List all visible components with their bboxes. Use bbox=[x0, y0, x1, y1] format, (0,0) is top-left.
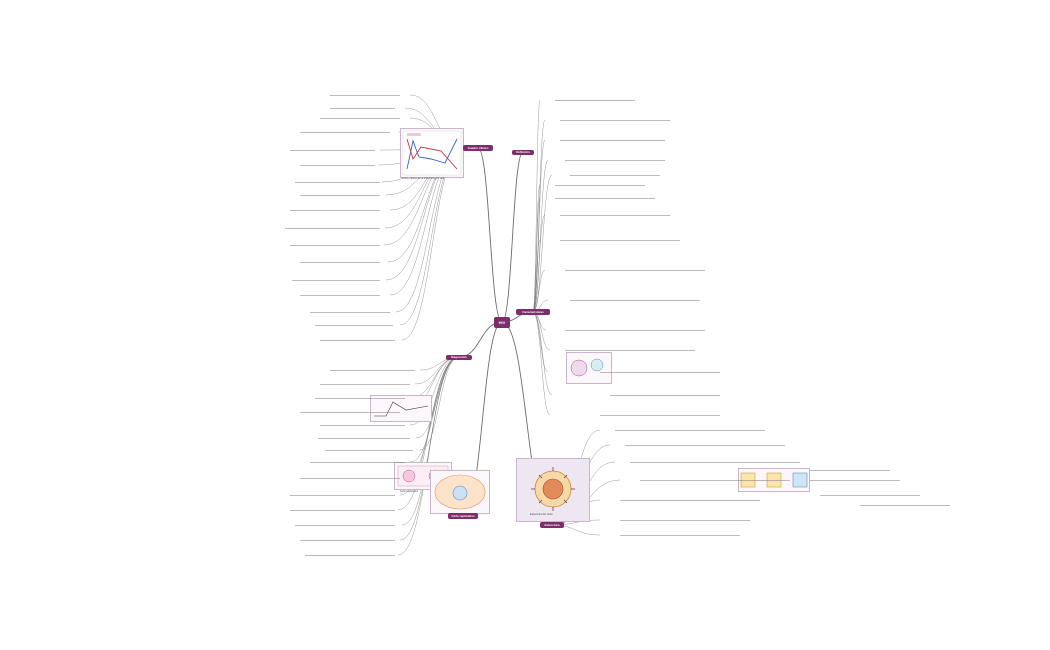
text-line-31 bbox=[555, 100, 635, 101]
text-line-55 bbox=[810, 480, 900, 481]
text-line-38 bbox=[560, 215, 670, 216]
text-line-4 bbox=[290, 150, 375, 151]
text-line-42 bbox=[565, 330, 705, 331]
virion-caption: Estructura del virión bbox=[530, 513, 553, 516]
text-line-45 bbox=[610, 395, 720, 396]
text-line-52 bbox=[620, 520, 750, 521]
branch-definition[interactable]: Definición bbox=[512, 150, 534, 155]
branch-cycle[interactable]: Ciclo replicativo bbox=[448, 513, 478, 519]
connector-lowleft-10 bbox=[397, 356, 460, 511]
text-line-11 bbox=[300, 262, 380, 263]
connector-lowleft-2 bbox=[409, 356, 460, 399]
connector-right-4 bbox=[532, 174, 553, 313]
text-line-34 bbox=[565, 160, 665, 161]
text-line-21 bbox=[320, 425, 405, 426]
text-line-51 bbox=[620, 500, 760, 501]
text-line-33 bbox=[560, 140, 665, 141]
text-line-5 bbox=[300, 165, 375, 166]
text-line-17 bbox=[330, 370, 415, 371]
branch-characteristics[interactable]: Características bbox=[516, 309, 550, 315]
text-line-35 bbox=[570, 175, 660, 176]
text-line-40 bbox=[565, 270, 705, 271]
text-line-26 bbox=[290, 495, 395, 496]
text-line-46 bbox=[600, 415, 720, 416]
text-line-23 bbox=[325, 450, 413, 451]
branch-clinical[interactable]: Cuadro clínico bbox=[463, 145, 493, 151]
connector-clinical bbox=[477, 147, 503, 323]
branch-diagnosis[interactable]: Diagnóstico bbox=[446, 355, 472, 360]
text-line-47 bbox=[615, 430, 765, 431]
text-line-16 bbox=[320, 340, 395, 341]
central-node-hiv[interactable]: HIV bbox=[494, 317, 510, 328]
text-line-14 bbox=[310, 312, 390, 313]
text-line-12 bbox=[292, 280, 380, 281]
text-line-56 bbox=[820, 495, 920, 496]
connector-right-6 bbox=[532, 197, 541, 313]
text-line-48 bbox=[625, 445, 785, 446]
text-line-6 bbox=[295, 182, 380, 183]
clinical-chart-figure bbox=[400, 128, 464, 178]
text-line-32 bbox=[560, 120, 670, 121]
virion-structure-figure bbox=[516, 458, 590, 522]
cell-cycle-figure bbox=[430, 470, 490, 514]
text-line-20 bbox=[300, 412, 400, 413]
text-line-29 bbox=[300, 540, 395, 541]
text-line-30 bbox=[305, 555, 395, 556]
text-line-19 bbox=[315, 398, 405, 399]
text-line-44 bbox=[600, 372, 720, 373]
text-line-7 bbox=[300, 195, 380, 196]
replication-caption: Ciclo replicativo bbox=[400, 490, 419, 493]
connector-right-2 bbox=[532, 139, 546, 313]
antibody-timeline-figure bbox=[370, 395, 432, 422]
text-line-41 bbox=[570, 300, 700, 301]
text-line-13 bbox=[300, 295, 380, 296]
text-line-43 bbox=[565, 350, 695, 351]
connector-definition bbox=[501, 151, 524, 323]
text-line-10 bbox=[290, 245, 380, 246]
text-line-3 bbox=[300, 132, 390, 133]
text-line-0 bbox=[330, 95, 400, 96]
connector-right-15 bbox=[532, 311, 551, 416]
text-line-39 bbox=[560, 240, 680, 241]
connector-right-14 bbox=[532, 311, 553, 396]
connector-lowleft-13 bbox=[397, 356, 460, 556]
text-line-22 bbox=[318, 438, 410, 439]
text-line-25 bbox=[300, 478, 400, 479]
text-line-2 bbox=[320, 118, 400, 119]
clinical-chart-caption: Curso clínico de la infección por VIH bbox=[402, 177, 444, 180]
text-line-9 bbox=[285, 228, 380, 229]
text-line-36 bbox=[555, 185, 645, 186]
text-line-24 bbox=[310, 462, 405, 463]
text-line-57 bbox=[860, 505, 950, 506]
connector-right-13 bbox=[532, 311, 549, 373]
text-line-49 bbox=[630, 462, 800, 463]
text-line-28 bbox=[295, 525, 395, 526]
text-line-8 bbox=[290, 210, 380, 211]
branch-structure[interactable]: Estructura bbox=[540, 522, 564, 528]
text-line-37 bbox=[555, 198, 655, 199]
text-line-27 bbox=[290, 510, 395, 511]
text-line-54 bbox=[810, 470, 890, 471]
text-line-15 bbox=[315, 325, 393, 326]
viral-proteins-figure bbox=[566, 352, 612, 384]
text-line-1 bbox=[330, 108, 395, 109]
text-line-53 bbox=[620, 535, 740, 536]
text-line-50 bbox=[640, 480, 790, 481]
text-line-18 bbox=[320, 384, 410, 385]
connector-right-7 bbox=[532, 214, 546, 313]
